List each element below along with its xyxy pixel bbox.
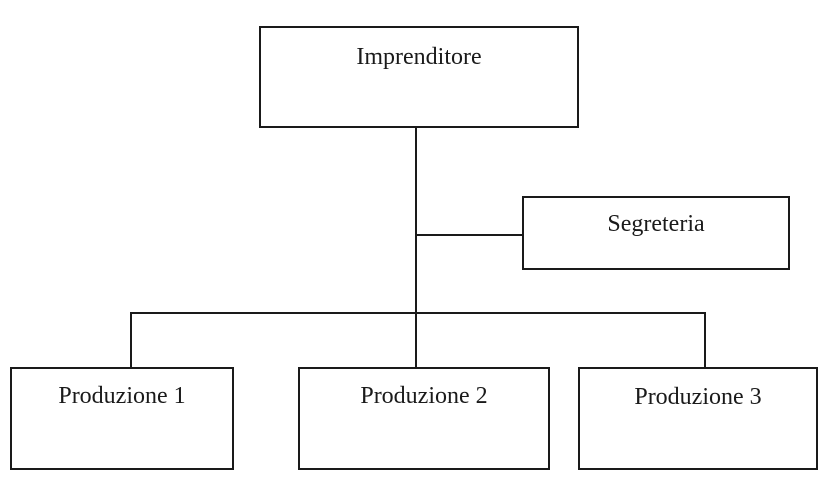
node-imprenditore: Imprenditore bbox=[259, 26, 579, 128]
node-label: Produzione 1 bbox=[58, 383, 186, 409]
node-segreteria: Segreteria bbox=[522, 196, 790, 270]
node-produzione-2: Produzione 2 bbox=[298, 367, 550, 470]
node-label: Produzione 3 bbox=[634, 384, 762, 410]
node-produzione-1: Produzione 1 bbox=[10, 367, 234, 470]
node-label: Imprenditore bbox=[356, 44, 482, 70]
node-label: Produzione 2 bbox=[360, 383, 488, 409]
node-produzione-3: Produzione 3 bbox=[578, 367, 818, 470]
node-label: Segreteria bbox=[607, 211, 705, 237]
